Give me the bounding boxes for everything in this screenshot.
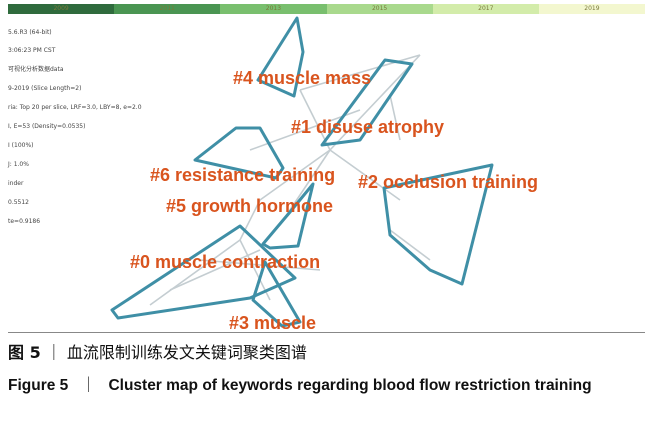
meta-line: inder xyxy=(8,179,24,187)
caption-cn-separator: ｜ xyxy=(45,343,62,362)
caption-chinese: 图 5 ｜ 血流限制训练发文关键词聚类图谱 xyxy=(8,339,307,363)
timeline-year: 2015 xyxy=(371,5,388,12)
link-line xyxy=(329,149,401,201)
analysis-metadata: 5.6.R3 (64-bit) 3:06:23 PM CST 可视化分析数据da… xyxy=(8,17,142,231)
cluster-hull-3 xyxy=(251,260,302,328)
timeline-segment-2011: 2011 xyxy=(114,4,221,14)
timeline-year: 2017 xyxy=(478,5,494,12)
link-line xyxy=(239,199,261,241)
cluster-label-3: #3 muscle xyxy=(229,313,316,330)
caption-en-text: Cluster map of keywords regarding blood … xyxy=(108,377,592,394)
cluster-outlines xyxy=(110,16,494,328)
cluster-label-4: #4 muscle mass xyxy=(233,68,371,88)
timeline-year: 2011 xyxy=(159,5,175,12)
cluster-label-0: #0 muscle contraction xyxy=(130,252,320,272)
cluster-hull-6 xyxy=(193,126,285,180)
timeline-segment-2019: 2019 xyxy=(538,4,646,14)
caption-en-separator: ｜ xyxy=(80,377,97,394)
link-line xyxy=(169,249,261,291)
caption-cn-figure-number: 图 5 xyxy=(8,343,41,362)
timeline-year: 2009 xyxy=(53,5,69,12)
timeline-segment-2009: 2009 xyxy=(8,4,115,14)
meta-line: 9-2019 (Slice Length=2) xyxy=(8,85,82,93)
meta-line: 0.5512 xyxy=(8,198,29,206)
cluster-hull-5 xyxy=(261,182,315,250)
cluster-label-5: #5 growth hormone xyxy=(166,196,333,216)
link-line xyxy=(389,229,431,261)
cluster-label-2: #2 occlusion training xyxy=(358,172,538,192)
link-line xyxy=(389,94,401,141)
link-line xyxy=(259,149,331,201)
caption-english: Figure 5 ｜ Cluster map of keywords regar… xyxy=(8,371,608,400)
cluster-hull-0 xyxy=(110,224,297,320)
timeline-bar: 2009 2011 2013 2015 2017 2019 xyxy=(8,4,646,14)
caption-en-figure-number: Figure 5 xyxy=(8,377,69,394)
link-line xyxy=(149,239,241,306)
timeline-segment-2015: 2015 xyxy=(326,4,433,14)
link-line xyxy=(199,259,321,271)
cluster-map: #4 muscle mass #1 disuse atrophy #6 resi… xyxy=(110,16,538,330)
meta-line: I, E=53 (Density=0.0535) xyxy=(8,123,86,131)
cluster-hull-1 xyxy=(320,58,414,147)
meta-line: ria: Top 20 per slice, LRF=3.0, LBY=8, e… xyxy=(8,104,142,112)
caption-cn-text: 血流限制训练发文关键词聚类图谱 xyxy=(66,343,307,362)
meta-line: 5.6.R3 (64-bit) xyxy=(8,28,52,36)
cluster-label-1: #1 disuse atrophy xyxy=(291,117,444,137)
caption-divider xyxy=(8,332,645,333)
meta-line: J: 1.0% xyxy=(8,160,29,168)
cluster-label-6: #6 resistance training xyxy=(150,165,335,185)
meta-line: te=0.9186 xyxy=(8,217,41,225)
meta-line: I (100%) xyxy=(8,141,34,149)
cluster-hull-2 xyxy=(382,163,494,286)
cluster-hull-4 xyxy=(256,16,305,98)
timeline-year: 2013 xyxy=(265,5,282,12)
meta-line: 可视化分析数据data xyxy=(8,66,64,74)
timeline-year: 2019 xyxy=(584,5,600,12)
meta-line: 3:06:23 PM CST xyxy=(8,47,56,55)
link-line xyxy=(329,54,421,151)
timeline-segment-2017: 2017 xyxy=(432,4,539,14)
timeline-segment-2013: 2013 xyxy=(220,4,327,14)
